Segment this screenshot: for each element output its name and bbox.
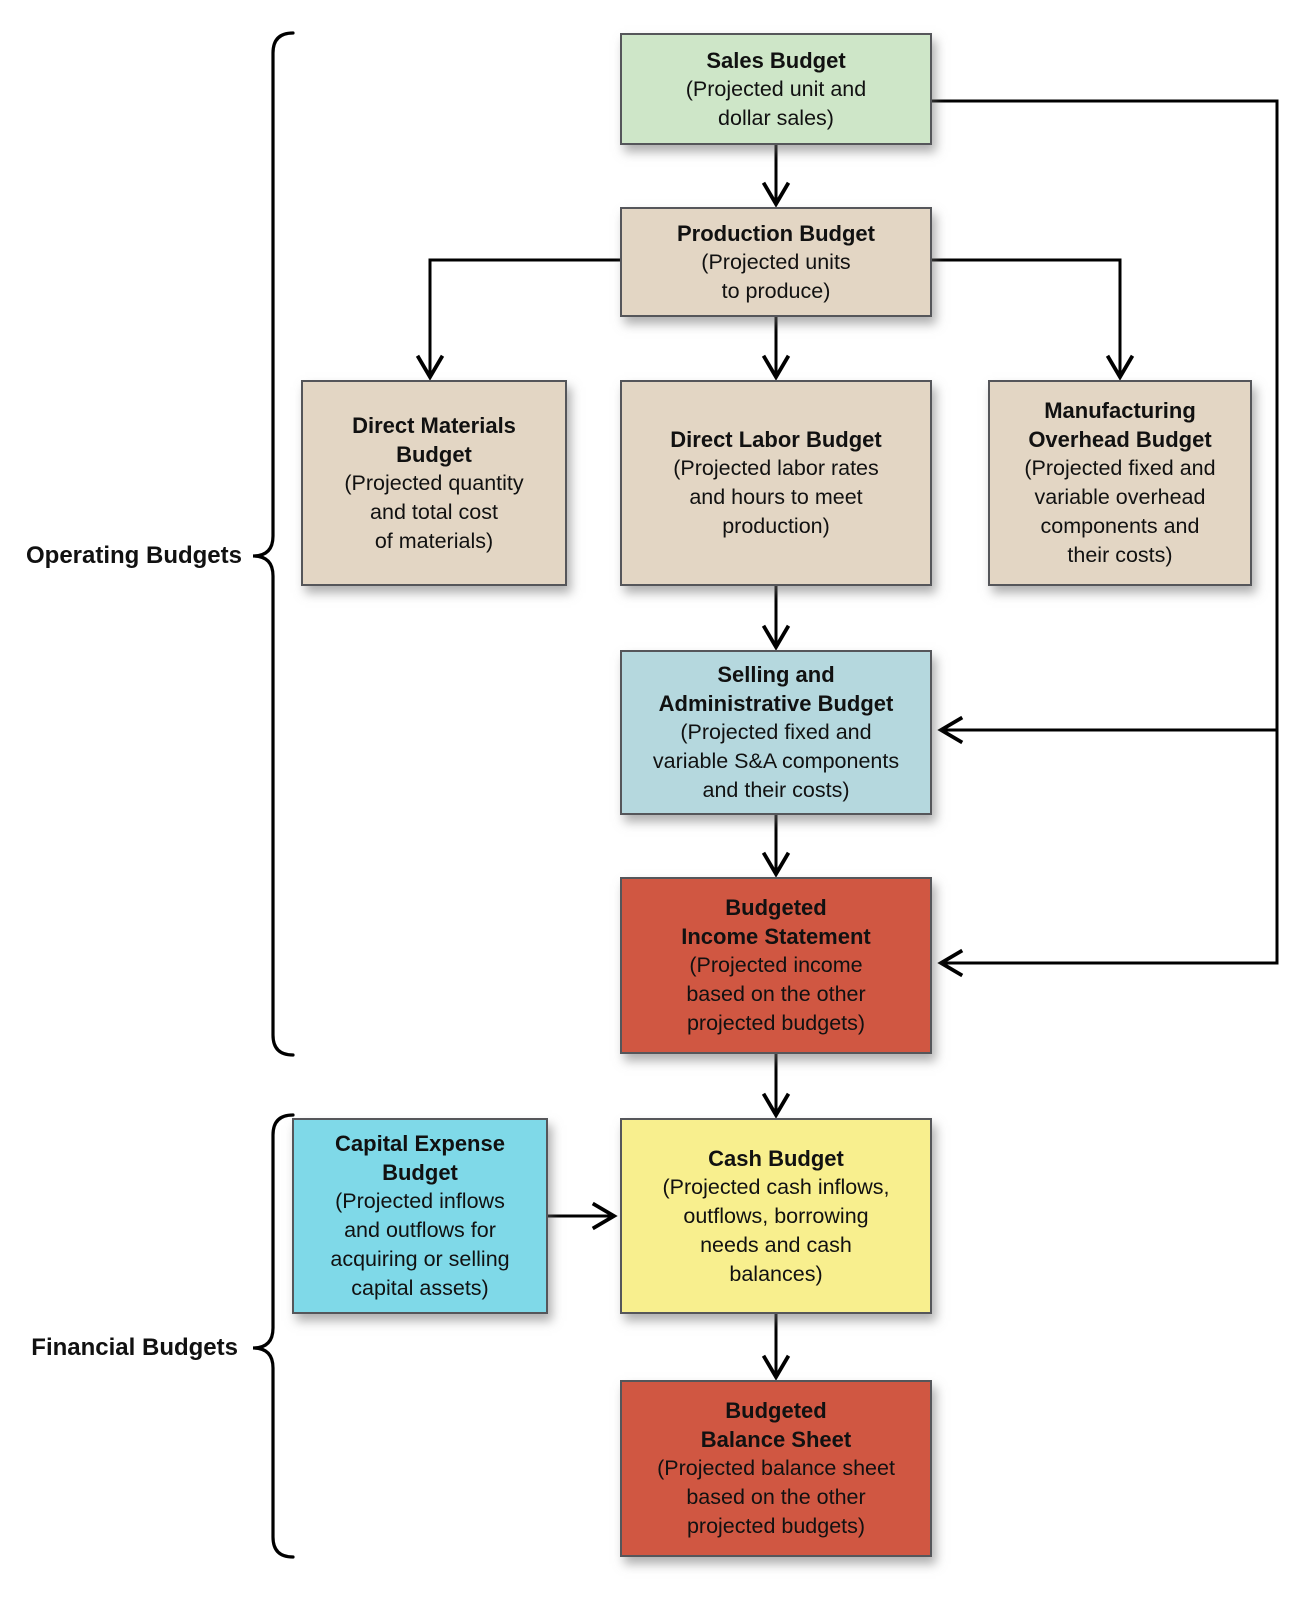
- node-budgeted-income-statement: Budgeted Income Statement (Projected inc…: [620, 877, 932, 1054]
- node-title: Cash Budget: [708, 1145, 844, 1171]
- node-production-budget: Production Budget (Projected units to pr…: [620, 207, 932, 317]
- node-cash-budget: Cash Budget (Projected cash inflows, out…: [620, 1118, 932, 1314]
- node-desc: (Projected cash inflows, outflows, borro…: [662, 1174, 890, 1286]
- node-desc: (Projected units to produce): [701, 249, 851, 303]
- node-direct-labor-budget: Direct Labor Budget (Projected labor rat…: [620, 380, 932, 586]
- node-desc: (Projected fixed and variable S&A compon…: [652, 720, 900, 802]
- node-capital-expense-budget: Capital Expense Budget (Projected inflow…: [292, 1118, 548, 1314]
- node-desc: (Projected quantity and total cost of ma…: [344, 470, 524, 553]
- node-manufacturing-overhead-budget: Manufacturing Overhead Budget (Projected…: [988, 380, 1252, 586]
- node-title: Direct Labor Budget: [670, 427, 882, 452]
- financial-budgets-label: Financial Budgets: [31, 1334, 238, 1361]
- node-title: Budgeted Income Statement: [681, 895, 871, 949]
- operating-budgets-brace: [252, 31, 295, 1057]
- node-desc: (Projected fixed and variable overhead c…: [1024, 456, 1216, 567]
- node-title: Direct Materials Budget: [352, 412, 516, 467]
- node-desc: (Projected unit and dollar sales): [685, 76, 867, 130]
- arrow-sales-to-income-statement: [932, 99, 1279, 978]
- node-desc: (Projected balance sheet based on the ot…: [657, 1456, 895, 1538]
- node-desc: (Projected income based on the other pro…: [686, 953, 866, 1035]
- node-desc: (Projected labor rates and hours to meet…: [673, 456, 879, 538]
- arrow-production-to-manufacturing-overhead: [932, 258, 1135, 381]
- node-direct-materials-budget: Direct Materials Budget (Projected quant…: [301, 380, 567, 586]
- node-title: Capital Expense Budget: [335, 1131, 505, 1185]
- node-selling-administrative-budget: Selling and Administrative Budget (Proje…: [620, 650, 932, 815]
- node-title: Sales Budget: [706, 47, 846, 73]
- node-budgeted-balance-sheet: Budgeted Balance Sheet (Projected balanc…: [620, 1380, 932, 1557]
- financial-budgets-brace: [252, 1113, 295, 1559]
- node-title: Production Budget: [677, 220, 875, 246]
- node-title: Manufacturing Overhead Budget: [1028, 398, 1212, 452]
- node-sales-budget: Sales Budget (Projected unit and dollar …: [620, 33, 932, 145]
- node-title: Budgeted Balance Sheet: [700, 1398, 852, 1452]
- node-desc: (Projected inflows and outflows for acqu…: [330, 1189, 510, 1300]
- operating-budgets-label: Operating Budgets: [25, 542, 242, 569]
- arrow-production-to-direct-materials: [415, 258, 620, 381]
- node-title: Selling and Administrative Budget: [658, 662, 894, 716]
